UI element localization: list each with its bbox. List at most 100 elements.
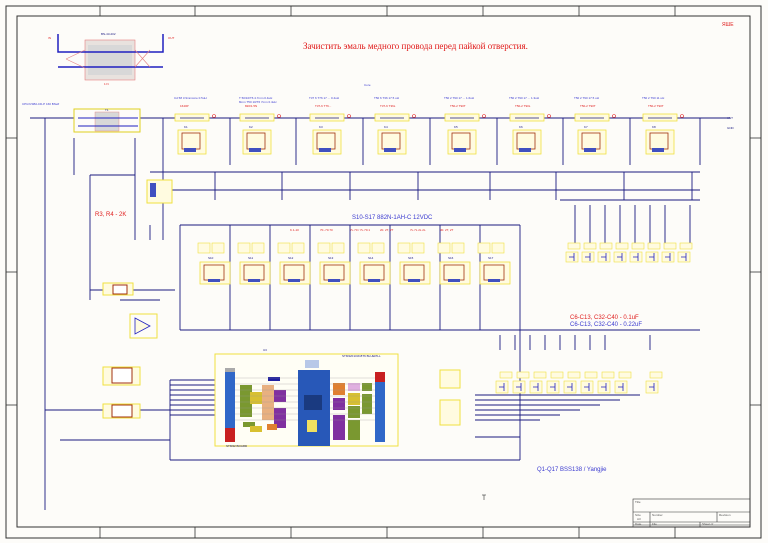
relay-ref: K8 bbox=[652, 125, 656, 129]
test-point bbox=[547, 114, 551, 118]
band-label: 30. 2T, 2T bbox=[440, 228, 454, 232]
decoupling-cap bbox=[331, 242, 345, 254]
relay-ref: K7 bbox=[584, 125, 588, 129]
filter-value: 1640P bbox=[180, 104, 189, 108]
filter-desc: T50 6 T36 17.5 uH bbox=[374, 96, 399, 100]
transistor-q-lower bbox=[529, 371, 547, 394]
filter-value: T50-2 T90L bbox=[515, 104, 531, 108]
t1-ref: T1 bbox=[105, 108, 109, 112]
transistor-q-upper bbox=[661, 242, 677, 263]
filter-desc: T50 2 T90 11 uH bbox=[642, 96, 665, 100]
decoupling-cap bbox=[277, 242, 291, 254]
filter-desc: T50 2 T90 17.5 uH bbox=[574, 96, 599, 100]
inductor bbox=[642, 113, 678, 122]
transformer-detail-drawing bbox=[57, 34, 164, 81]
test-point bbox=[482, 114, 486, 118]
relay-ref: K2 bbox=[249, 125, 253, 129]
relay-coil bbox=[319, 148, 331, 152]
relay-coil bbox=[454, 148, 466, 152]
transformer-ratio: 1:N bbox=[104, 82, 109, 86]
relay-s14 bbox=[357, 242, 391, 285]
rf-bus bbox=[30, 108, 730, 510]
relay-box bbox=[279, 261, 311, 285]
filter-stage bbox=[239, 113, 281, 155]
title-block-file-label: File bbox=[652, 522, 657, 526]
relay-coil bbox=[408, 279, 420, 282]
transistor-q-upper bbox=[645, 242, 661, 263]
decoupling-cap bbox=[437, 242, 451, 254]
relay-ref: S12 bbox=[288, 256, 294, 260]
filter-value: T50-2 T90T bbox=[648, 104, 664, 108]
title-block-date-label: Date bbox=[635, 522, 642, 526]
transistor-q-upper bbox=[629, 242, 645, 263]
title-block bbox=[632, 498, 751, 528]
filter-desc: Cd 58 3.9mmcore 0.5uH bbox=[174, 96, 207, 100]
cap-note-line2: C6-C13, C32-C40 - 0.22uF bbox=[570, 322, 643, 328]
filter-value: T37-6 T76... bbox=[315, 104, 332, 108]
relay-coil bbox=[208, 279, 220, 282]
gnd-output-label: GND bbox=[727, 126, 734, 130]
relay-ref: K3 bbox=[319, 125, 323, 129]
relay-s10 bbox=[197, 242, 231, 285]
relay-ref: K5 bbox=[454, 125, 458, 129]
inner-border bbox=[16, 15, 751, 528]
filter-desc: T 50/10/T6 4.7mm 0.4uH bbox=[239, 96, 273, 100]
transistor-q-lower bbox=[546, 371, 564, 394]
relay-coil bbox=[249, 148, 261, 152]
sheet-title-note: Зачистить эмаль медного провода перед па… bbox=[303, 41, 528, 51]
filter-stage bbox=[374, 113, 416, 155]
filter-stage bbox=[444, 113, 486, 155]
test-point bbox=[680, 114, 684, 118]
relay-ref: S17 bbox=[488, 256, 494, 260]
relay-coil bbox=[652, 148, 664, 152]
filter-desc: T37 6 T76 17 ... 0.4uH bbox=[309, 96, 339, 100]
relay-box bbox=[359, 261, 391, 285]
filter-value: 820/1.5N bbox=[245, 104, 258, 108]
decoupling-cap bbox=[291, 242, 305, 254]
relay-bank bbox=[197, 242, 511, 285]
relay-s12 bbox=[277, 242, 311, 285]
decoupling-cap bbox=[237, 242, 251, 254]
relay-box bbox=[199, 261, 231, 285]
decoupling-cap bbox=[451, 242, 465, 254]
relay-coil bbox=[288, 279, 300, 282]
relay-s17 bbox=[477, 242, 511, 285]
relay-box bbox=[512, 129, 542, 155]
title-block-revision-label: Revision bbox=[719, 513, 731, 517]
band-label: 20. 2T, 2T bbox=[380, 228, 394, 232]
filter-desc: T50 2 T90 17 ... 1.3uH bbox=[509, 96, 539, 100]
filter-value: T50-2 T90T bbox=[450, 104, 466, 108]
mcu-ref: U3 bbox=[263, 348, 267, 352]
filter-stage bbox=[642, 113, 684, 155]
transistor-array bbox=[495, 242, 693, 394]
test-point bbox=[347, 114, 351, 118]
relay-box bbox=[439, 261, 471, 285]
transformer-out-label: OUT bbox=[168, 36, 175, 40]
transistor-q-lower bbox=[563, 371, 581, 394]
ant-output-label: ANT bbox=[727, 116, 733, 120]
transistor-q-lower bbox=[597, 371, 615, 394]
filter-components bbox=[174, 113, 684, 155]
transistor-q-lower bbox=[580, 371, 598, 394]
relay-coil bbox=[519, 148, 531, 152]
connectors bbox=[439, 369, 461, 426]
filter-stage bbox=[174, 113, 216, 155]
transistor-q-lower bbox=[645, 371, 663, 394]
decoupling-cap bbox=[491, 242, 505, 254]
relay-coil bbox=[328, 279, 340, 282]
inductor bbox=[374, 113, 410, 122]
inductor bbox=[309, 113, 345, 122]
decoupling-cap bbox=[317, 242, 331, 254]
t1-transformer bbox=[78, 111, 138, 132]
relay-coil bbox=[248, 279, 260, 282]
filter-stage bbox=[309, 113, 351, 155]
filter-value: T37-6 T36L bbox=[380, 104, 396, 108]
input-connector-note: CPU/USB/LCD-P 160 BNelf bbox=[22, 102, 60, 106]
relay-s13 bbox=[317, 242, 351, 285]
filter-value: T50-2 T90T bbox=[580, 104, 596, 108]
test-point bbox=[412, 114, 416, 118]
cap-note-line1: C6-C13, C32-C40 - 0.1uF bbox=[570, 315, 639, 321]
relay-ref: K1 bbox=[184, 125, 188, 129]
transistor-q-upper bbox=[597, 242, 613, 263]
transistor-q-upper bbox=[565, 242, 581, 263]
